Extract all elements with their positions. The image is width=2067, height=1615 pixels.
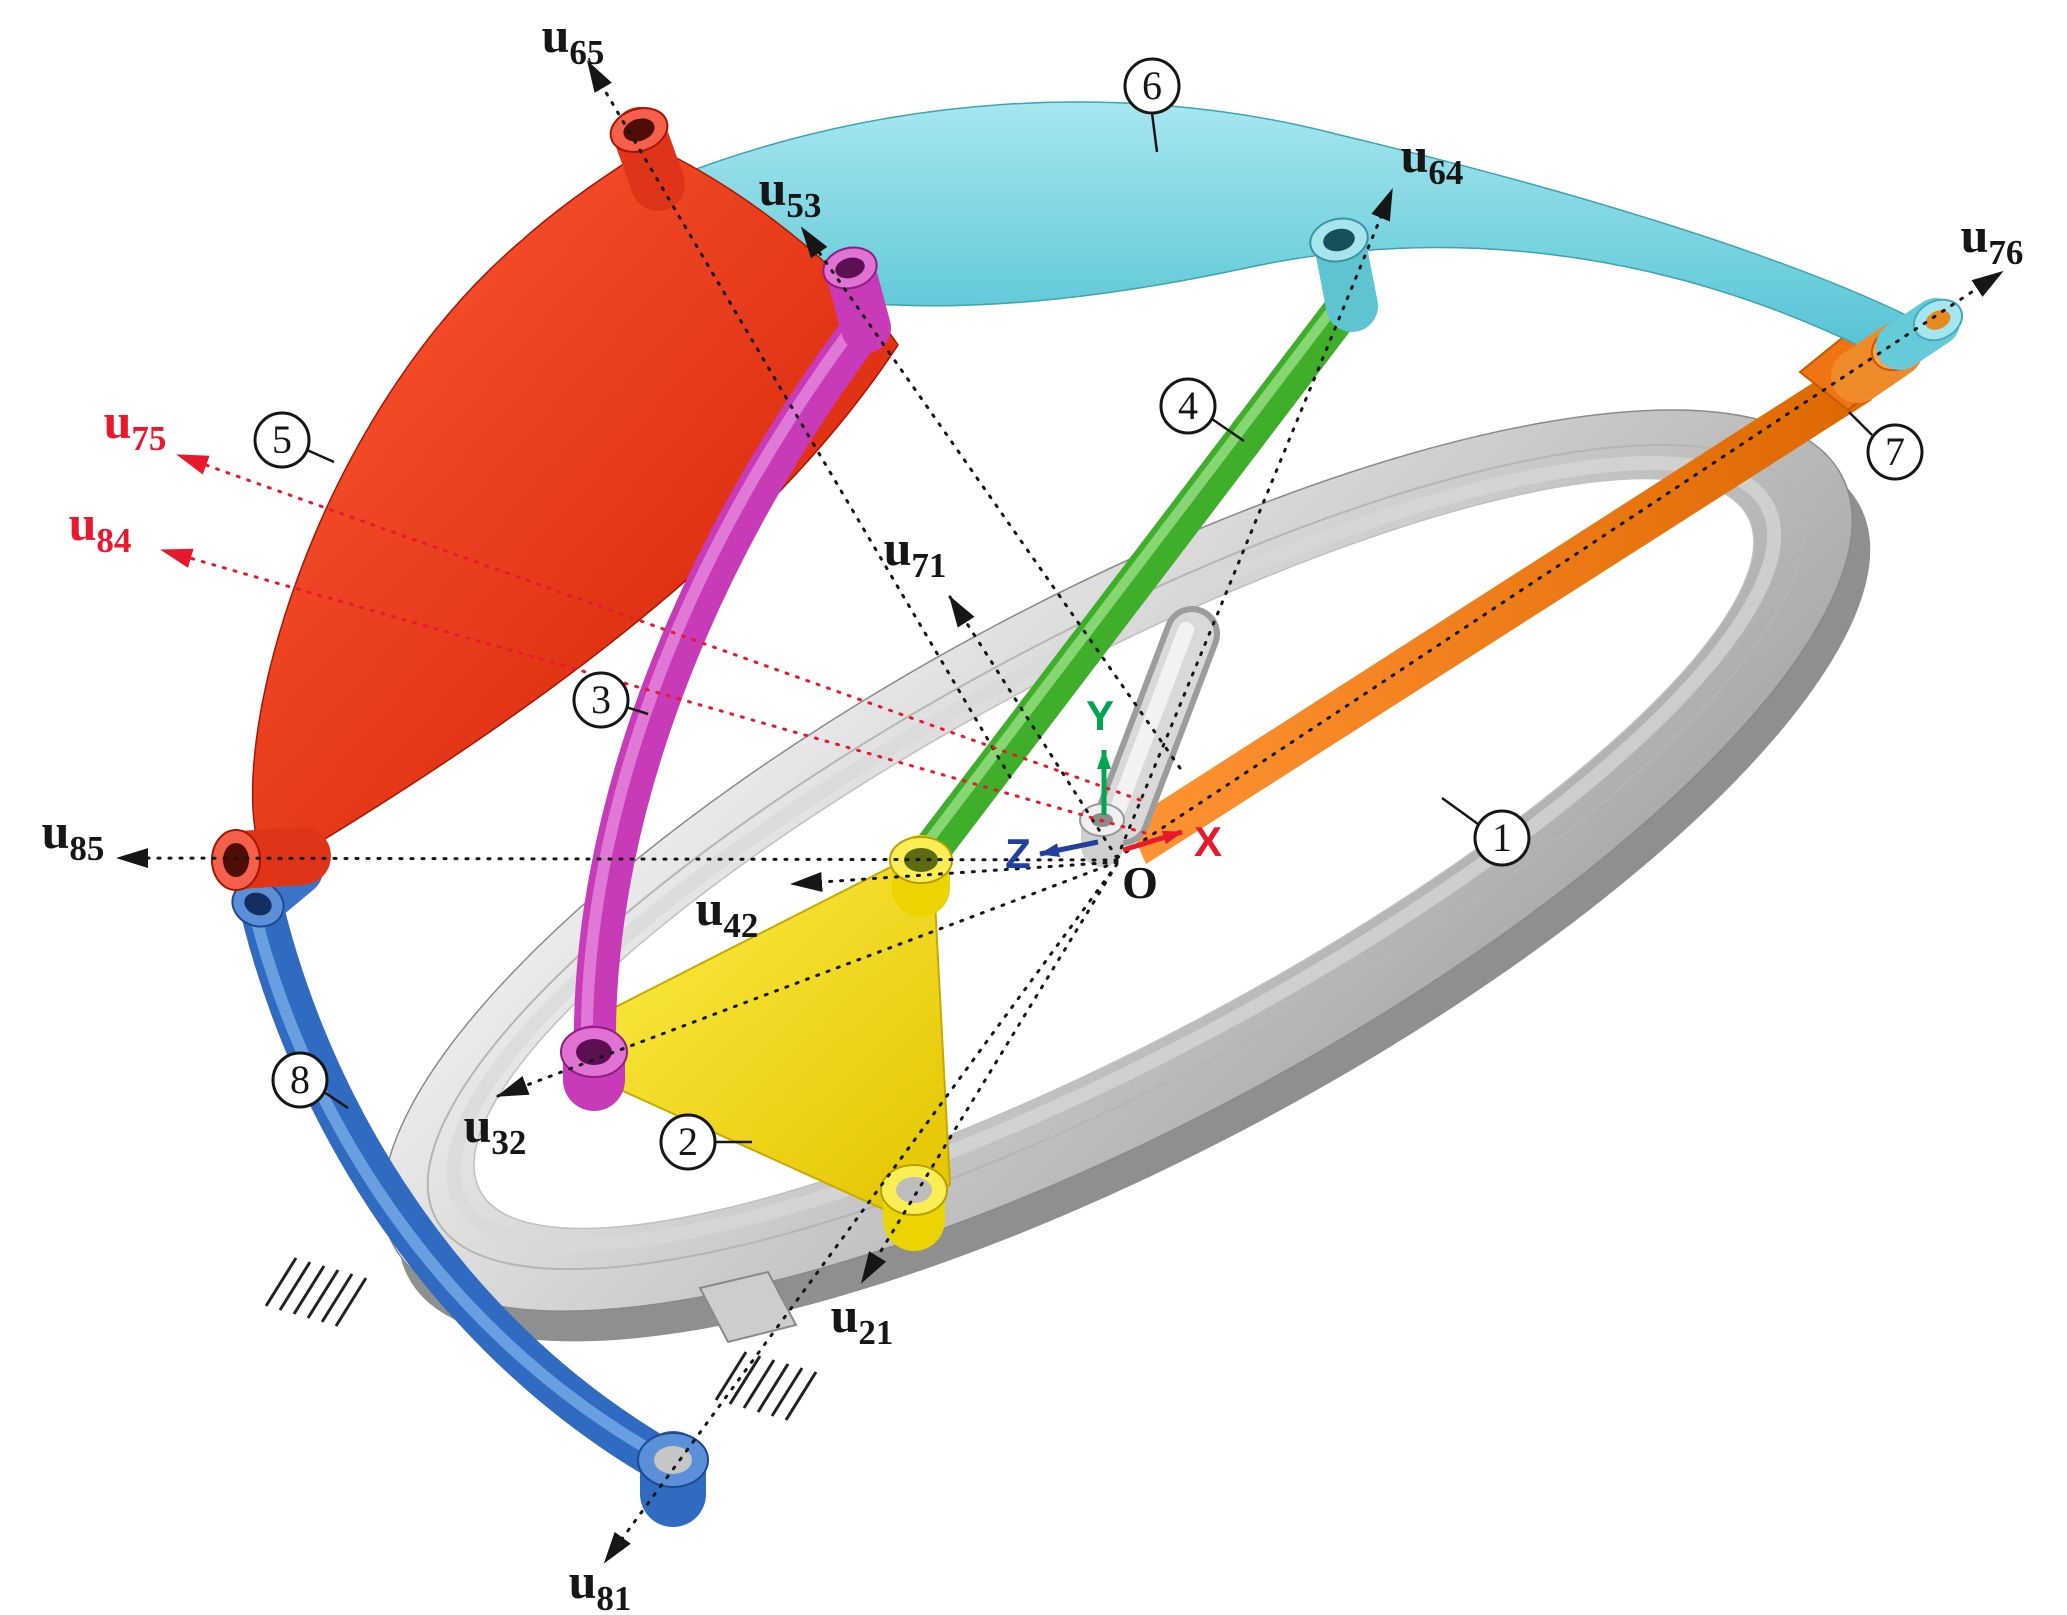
label-u65: u65 xyxy=(542,7,605,72)
label-u32: u32 xyxy=(464,1097,527,1162)
link-number-1: 1 xyxy=(1441,796,1531,867)
svg-text:8: 8 xyxy=(290,1057,310,1102)
joint-64-cylinder xyxy=(1309,217,1378,332)
x-axis-label: X xyxy=(1194,818,1222,865)
svg-text:7: 7 xyxy=(1885,429,1905,474)
vector-labels: u65 u53 u64 u76 u75 u84 u71 u85 u42 u32 … xyxy=(42,7,2024,1615)
link-number-7: 7 xyxy=(1848,411,1924,481)
joint-53-cylinder xyxy=(822,246,891,353)
joint-21-cylinder xyxy=(880,1163,948,1251)
axis-line-u42 xyxy=(790,860,1119,892)
label-u53: u53 xyxy=(759,160,822,225)
svg-text:6: 6 xyxy=(1142,63,1162,108)
joint-65-cylinder xyxy=(609,107,685,211)
axis-line-u64 xyxy=(1115,188,1394,860)
link-number-8: 8 xyxy=(271,1051,349,1110)
svg-text:2: 2 xyxy=(678,1119,698,1164)
joint-76-cylinder xyxy=(1831,298,1964,403)
svg-text:5: 5 xyxy=(272,417,292,462)
joint-81-cylinder xyxy=(637,1431,709,1527)
svg-text:4: 4 xyxy=(1178,383,1198,428)
joint-42-cylinder xyxy=(889,835,953,917)
link-2-yellow-plate xyxy=(566,844,952,1216)
label-u71: u71 xyxy=(884,520,947,585)
x-axis-arrow xyxy=(1122,829,1183,853)
link-number-6: 6 xyxy=(1123,57,1181,153)
z-axis-label: Z xyxy=(1005,830,1031,877)
link-4-green-bar xyxy=(905,281,1369,879)
axis-line-u65 xyxy=(586,60,1012,779)
axis-line-u85 xyxy=(116,848,1119,869)
svg-text:1: 1 xyxy=(1492,815,1512,860)
link-number-5: 5 xyxy=(253,411,335,469)
axis-line-u32 xyxy=(496,860,1119,1098)
label-u81: u81 xyxy=(569,1553,632,1615)
ground-tab xyxy=(698,1270,798,1344)
link-8-blue-bar xyxy=(230,840,694,1488)
coordinate-frame: X Y Z O xyxy=(1005,692,1222,908)
axis-line-u71 xyxy=(948,595,1119,860)
label-u64: u64 xyxy=(1401,127,1464,192)
link-number-3: 3 xyxy=(572,671,649,729)
label-u75: u75 xyxy=(104,393,167,458)
link-number-4: 4 xyxy=(1159,377,1245,443)
joint-32-cylinder xyxy=(560,1025,628,1111)
ground-hatch-left xyxy=(264,1257,368,1327)
svg-text:3: 3 xyxy=(591,677,611,722)
joint-85-cylinder xyxy=(211,827,331,928)
y-axis-label: Y xyxy=(1086,692,1114,739)
link-number-2: 2 xyxy=(659,1113,752,1171)
label-u21: u21 xyxy=(831,1287,894,1352)
ground-hatch-center xyxy=(714,1351,818,1421)
axis-line-u81 xyxy=(603,862,1119,1564)
axis-lines xyxy=(116,60,2004,1564)
z-axis-arrow xyxy=(1039,839,1099,858)
label-u76: u76 xyxy=(1961,207,2024,272)
axis-line-u76 xyxy=(1115,270,2004,860)
link-number-labels: 1 2 3 4 5 6 7 xyxy=(253,57,1924,1171)
axis-line-u21 xyxy=(860,862,1119,1284)
label-u42: u42 xyxy=(696,880,759,945)
label-u84: u84 xyxy=(69,495,132,560)
gray-slider-link xyxy=(1094,606,1220,846)
axis-line-u53 xyxy=(800,226,1182,770)
origin-label: O xyxy=(1122,857,1158,908)
link-3-magenta-bar xyxy=(573,304,886,1079)
label-u85: u85 xyxy=(42,803,105,868)
